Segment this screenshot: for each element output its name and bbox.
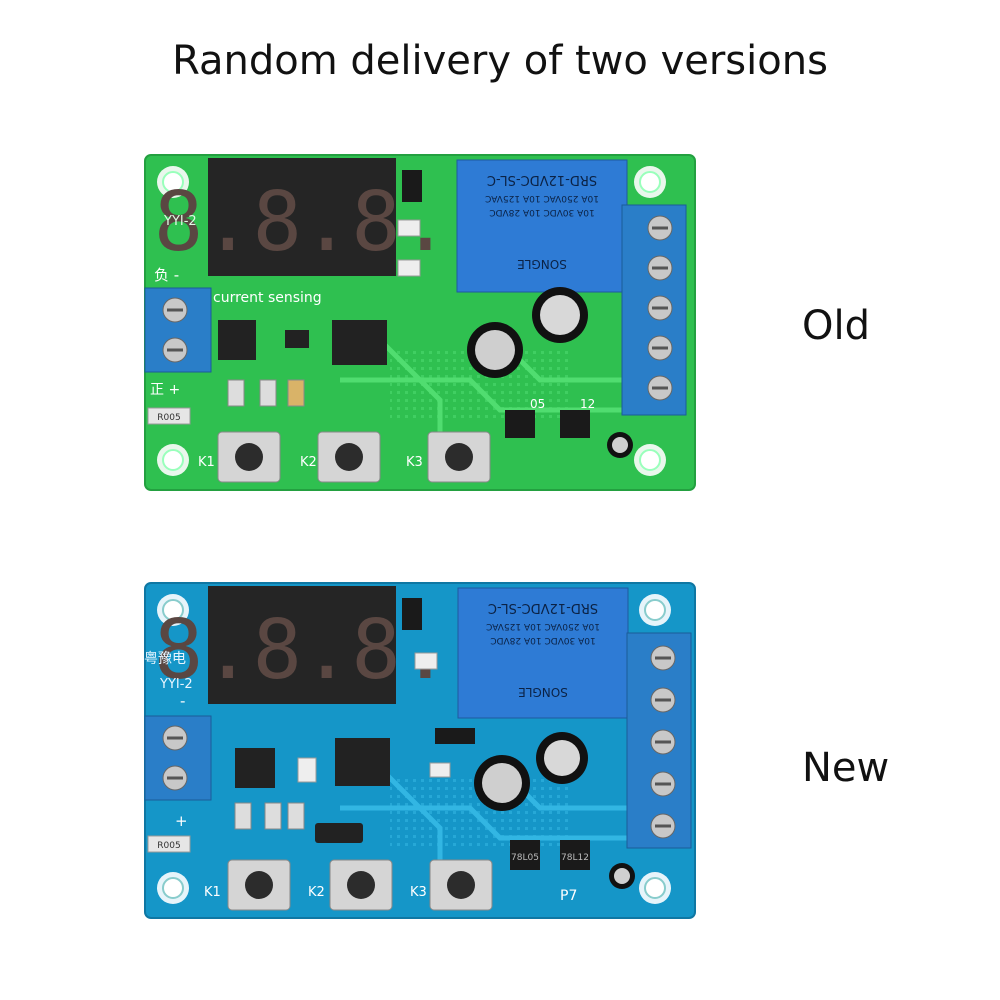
old-7seg-display (208, 158, 396, 276)
new-relay-rating-2: 10A 30VDC 10A 28VDC (490, 635, 595, 645)
old-regulators: 05 12 (505, 397, 595, 438)
new-input-terminal (144, 715, 212, 801)
new-resistor-label: R005 (157, 841, 180, 851)
old-button-k2-label: K2 (300, 455, 317, 470)
new-shunt-resistor (147, 835, 191, 853)
old-ic-2 (332, 320, 387, 365)
new-relay-model: SRD-12VDC-SL-C (488, 600, 598, 615)
old-relay-brand: SONGLE (517, 257, 567, 271)
old-shunt-resistor (147, 407, 191, 425)
new-reg-label-78l12: 78L12 (561, 853, 589, 863)
old-relay: SRD-12VDC-SL-C 10A 250VAC 10A 125VAC 10A… (456, 159, 628, 293)
old-button-k3-label: K3 (406, 455, 423, 470)
new-relay-brand: SONGLE (518, 685, 568, 699)
old-output-terminal (621, 204, 687, 416)
old-silk-pos: 正 + (150, 382, 180, 398)
new-silk-brand: 粤豫电 (144, 651, 186, 667)
old-resistor-label: R005 (157, 413, 180, 423)
old-silk-current: current sensing (213, 290, 322, 306)
old-silk-neg: 负 - (154, 266, 179, 284)
new-ic-2 (335, 738, 390, 786)
new-ic-1 (235, 748, 275, 788)
old-relay-model: SRD-12VDC-SL-C (487, 172, 597, 187)
new-version-label: New (802, 745, 890, 791)
new-display-digits: 8.8.8. (154, 603, 450, 698)
new-button-k1-label: K1 (204, 885, 221, 900)
old-input-terminal (144, 287, 212, 373)
old-version-label: Old (802, 303, 870, 349)
page-heading: Random delivery of two versions (172, 38, 828, 84)
new-buttons: K1 K2 K3 (204, 859, 493, 911)
new-silk-p7: P7 (560, 888, 577, 904)
new-relay-board: 8.8.8. 粤豫电 YYI-2 - + R005 SRD-12VDC-SL-C… (144, 582, 696, 919)
new-silk-pos: + (175, 812, 188, 830)
new-7seg-display (208, 586, 396, 704)
new-silk-model: YYI-2 (159, 677, 193, 692)
mounting-holes (157, 594, 671, 904)
old-silk-model: YYI-2 (163, 214, 197, 229)
old-reg-label-05: 05 (530, 397, 545, 411)
old-ic-1 (218, 320, 256, 360)
old-reg-label-12: 12 (580, 397, 595, 411)
new-relay: SRD-12VDC-SL-C 10A 250VAC 10A 125VAC 10A… (457, 587, 629, 719)
new-button-k3-label: K3 (410, 885, 427, 900)
new-button-k2-label: K2 (308, 885, 325, 900)
old-relay-board: 8.8.8. YYI-2 负 - current sensing 正 + R00… (144, 154, 696, 491)
new-relay-rating-1: 10A 250VAC 10A 125VAC (486, 621, 600, 631)
new-reg-label-78l05: 78L05 (511, 853, 539, 863)
old-relay-rating-2: 10A 30VDC 10A 28VDC (489, 207, 594, 217)
old-capacitors (467, 287, 633, 458)
old-relay-rating-1: 10A 250VAC 10A 125VAC (485, 193, 599, 203)
old-button-k1-label: K1 (198, 455, 215, 470)
mounting-holes (157, 166, 666, 476)
new-silk-neg: - (180, 692, 185, 710)
old-buttons: K1 K2 K3 (198, 431, 491, 483)
new-output-terminal (626, 632, 692, 849)
new-regulators: 78L05 78L12 P7 (510, 840, 590, 904)
new-capacitors (474, 732, 635, 889)
